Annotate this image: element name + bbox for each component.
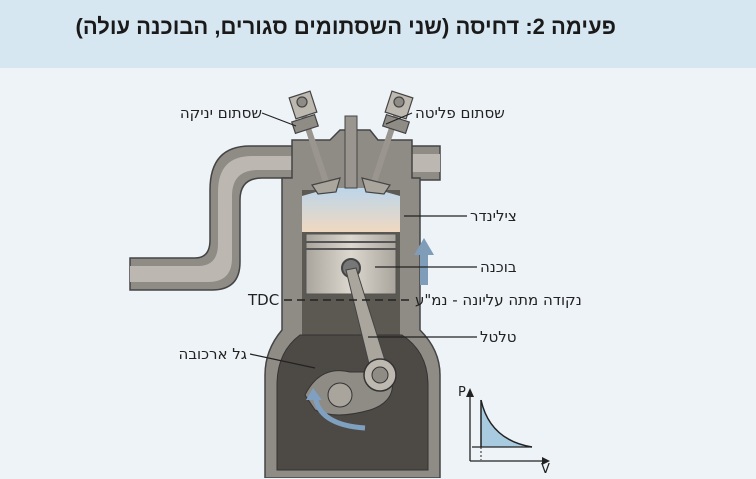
combustion-chamber	[302, 188, 400, 232]
header-band: פעימה 2: דחיסה (שני השסתומים סגורים, הבו…	[0, 0, 756, 68]
label-intake-valve: שסתום יניקה	[179, 104, 262, 122]
piston-up-arrow-icon	[414, 238, 434, 285]
label-tdc-hebrew: נקודה מתה עליונה - נמ"ע	[415, 291, 582, 309]
exhaust-valve	[361, 90, 414, 195]
intake-valve	[288, 90, 341, 195]
page-title: פעימה 2: דחיסה (שני השסתומים סגורים, הבו…	[75, 14, 617, 39]
label-cylinder: צילינדר	[470, 207, 517, 225]
label-exhaust-valve: שסתום פליטה	[415, 104, 505, 122]
spark-plug	[344, 115, 358, 189]
rotation-arrow-icon	[312, 394, 366, 431]
label-crankshaft: גל ארכובה	[178, 345, 247, 363]
label-connecting-rod: טלטל	[480, 328, 517, 346]
pv-axis-v: V	[541, 462, 550, 477]
pv-axis-p: P	[458, 385, 466, 400]
label-piston: בוכנה	[480, 258, 517, 276]
label-tdc: TDC	[248, 291, 280, 309]
pv-diagram	[466, 388, 550, 465]
